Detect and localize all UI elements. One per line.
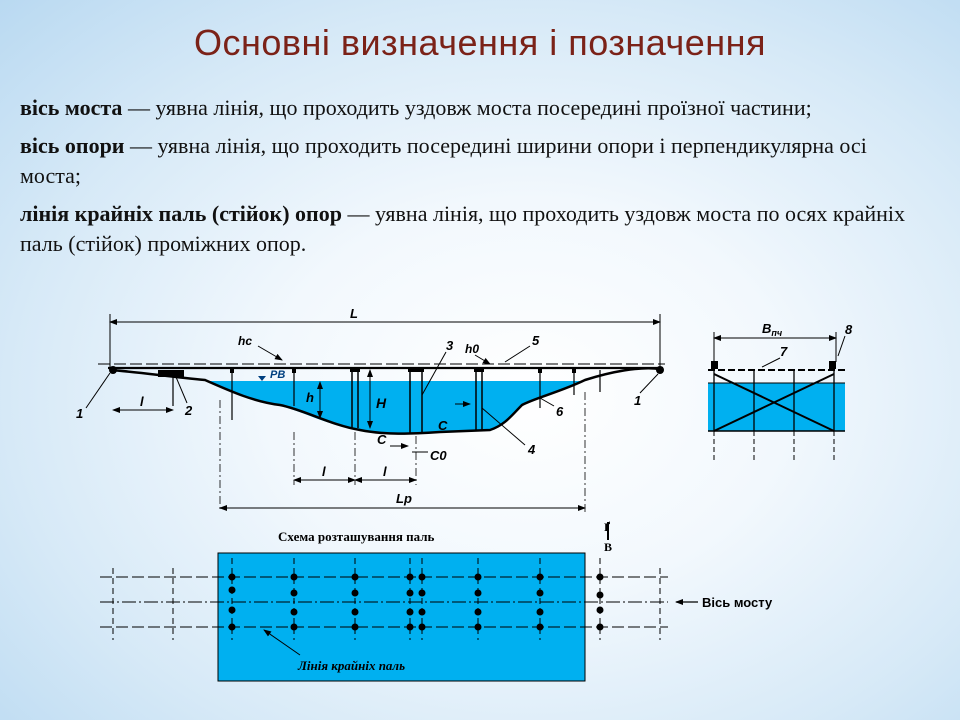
callout-7: 7 [780,344,788,359]
cross-section-piles [713,370,835,432]
label-l-abutment: l [140,394,144,409]
pier-axes [219,392,586,512]
plan-drawing: Схема розташування паль Ґ В [100,520,773,682]
label-h0: h0 [465,342,479,356]
callout-8: 8 [845,322,853,337]
label-C0: C0 [430,448,447,463]
callout-4: 4 [527,442,536,457]
definition-edge-piles-line: лінія крайніх паль (стійок) опор — уявна… [20,199,920,259]
ground-line [109,367,661,435]
plan-edge-lines [100,576,668,628]
label-h: h [306,390,314,405]
term: вісь опори [20,133,125,158]
edge-piles-line-label: Лінія крайніх паль [297,658,405,673]
callout-3: 3 [446,338,454,353]
term: лінія крайніх паль (стійок) опор [20,201,342,226]
label-L: L [350,306,358,321]
label-H: H [376,395,387,411]
callout-2: 2 [184,403,193,418]
piers [172,370,601,434]
definition-text: уявна лінія, що проходить уздовж моста п… [155,95,812,120]
callout-6: 6 [556,404,564,419]
definition-bridge-axis: вісь моста — уявна лінія, що проходить у… [20,93,920,123]
bridge-axis-label: Вісь мосту [702,595,773,610]
water-area [208,381,585,434]
dash: — [122,95,156,120]
label-B: Bпч [762,321,783,338]
cross-section-drawing: Bпч 8 7 [708,321,853,463]
slide-title: Основні визначення і позначення [193,22,767,63]
section-mark: В [604,540,612,554]
pier-caps [171,368,576,375]
plan-title: Схема розташування паль [278,529,435,544]
label-C-left: C [377,432,387,447]
plan-piles [228,573,604,631]
label-l-2: l [383,464,387,479]
callout-1-right: 1 [634,393,641,408]
term: вісь моста [20,95,123,120]
plan-pier-axes [112,558,661,640]
label-Lp: Lp [396,491,412,506]
callout-5: 5 [532,333,540,348]
dash: — [341,201,375,226]
label-hc: hс [238,334,252,348]
definition-text: уявна лінія, що проходить уздовж моста п… [20,201,906,256]
dash: — [124,133,158,158]
definitions-list: вісь моста — уявна лінія, що проходить у… [20,93,920,267]
plan-water [217,552,586,682]
definition-text: уявна лінія, що проходить посередині шир… [20,133,867,188]
label-C-right: C [438,418,448,433]
label-l-1: l [322,464,326,479]
callout-1-left: 1 [76,406,83,421]
definition-pier-axis: вісь опори — уявна лінія, що проходить п… [20,131,920,191]
elevation-drawing: L hс h0 [76,306,665,512]
label-PB: РВ [270,369,285,381]
